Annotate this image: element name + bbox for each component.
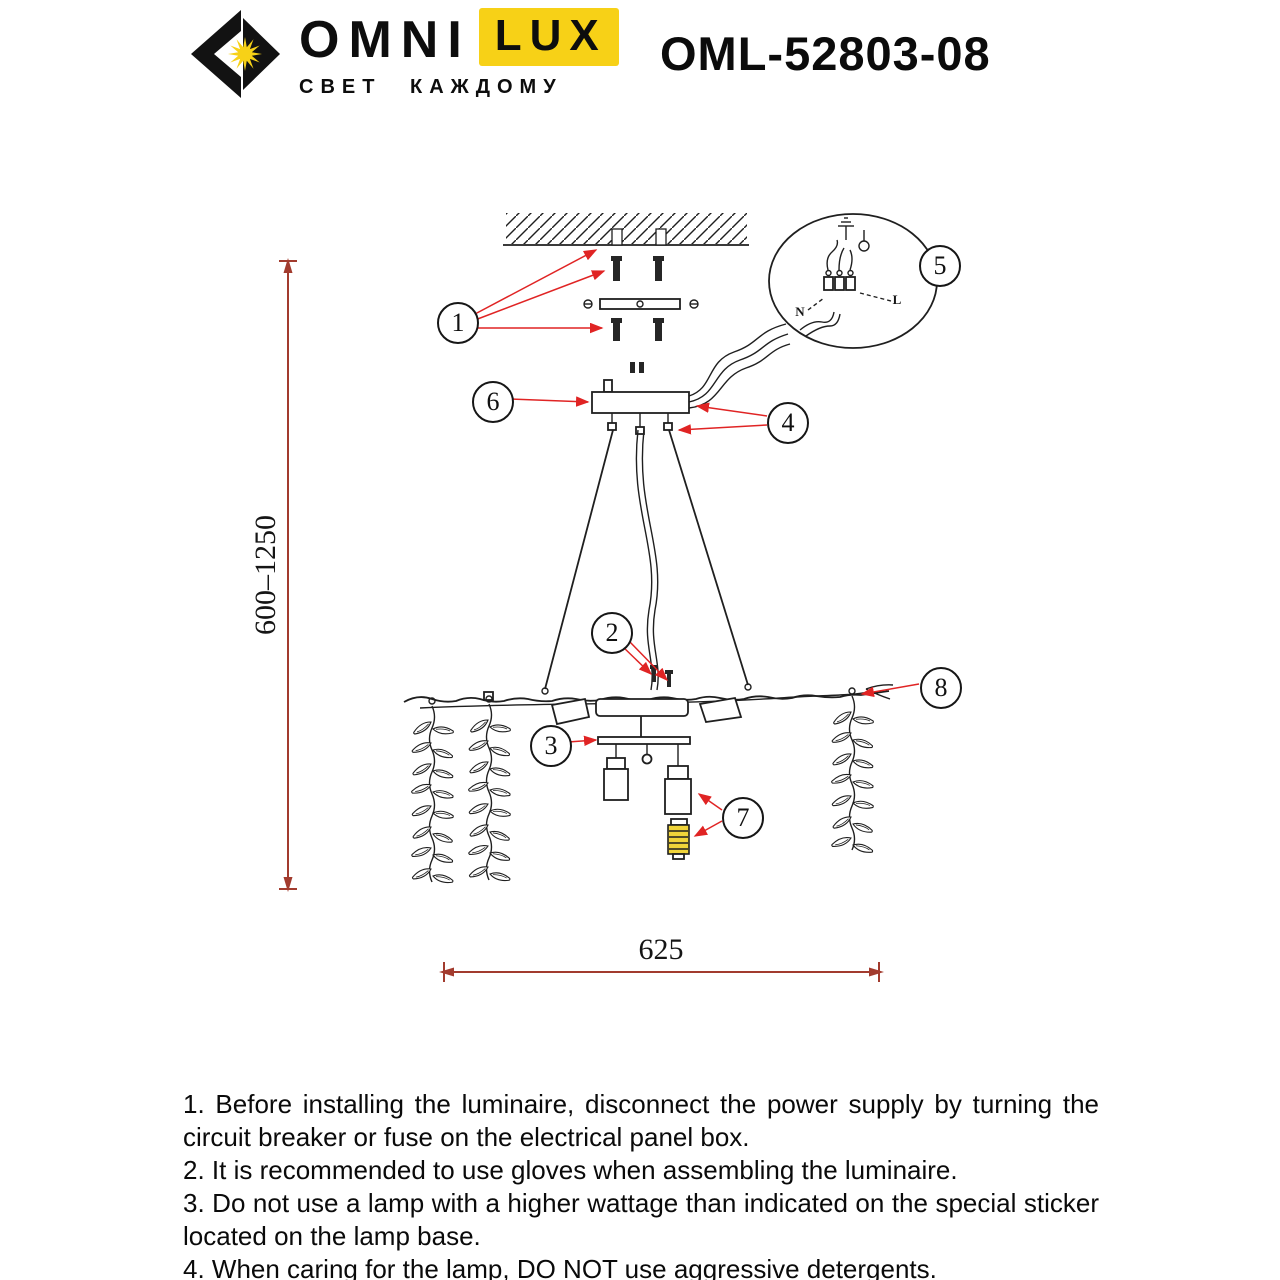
- omnilux-logo: OMNI LUX СВЕТ КАЖДОМУ: [299, 8, 619, 99]
- cross-bar: [597, 736, 691, 745]
- leaf-vines: [411, 687, 874, 884]
- terminal-block: [834, 276, 845, 291]
- instruction-item-2: 2. It is recommended to use gloves when …: [183, 1155, 958, 1185]
- height-dimension-label: 600–1250: [249, 515, 282, 635]
- callout-4: 4: [767, 402, 809, 444]
- callout-8: 8: [920, 667, 962, 709]
- brand-tagline: СВЕТ КАЖДОМУ: [299, 76, 563, 98]
- canopy: [591, 379, 690, 435]
- wiring-detail-contents: [799, 217, 892, 337]
- height-dimension: [279, 258, 297, 892]
- instruction-item-1: 1. Before installing the luminaire, disc…: [183, 1089, 1099, 1152]
- header: OMNI LUX СВЕТ КАЖДОМУ: [183, 8, 619, 100]
- model-number: OML-52803-08: [660, 27, 991, 80]
- leaf-vine: [831, 687, 874, 853]
- brand-lux: LUX: [478, 8, 619, 66]
- logo-emblem-icon: [191, 10, 280, 98]
- wire-label-l: L: [892, 292, 902, 307]
- callout-1: 1: [437, 302, 479, 344]
- terminal-block: [823, 276, 834, 291]
- bulb: [667, 818, 690, 860]
- decor-ball: [641, 753, 653, 765]
- callout-7: 7: [722, 797, 764, 839]
- logo-star-icon: [228, 37, 262, 71]
- instructions: 1. Before installing the luminaire, disc…: [183, 1088, 1099, 1280]
- suspension-cables: [541, 429, 752, 695]
- leaf-vine: [468, 695, 511, 882]
- instruction-item-3: 3. Do not use a lamp with a higher watta…: [183, 1188, 1099, 1251]
- wire-label-n: N: [795, 304, 805, 319]
- power-wires: [688, 323, 791, 409]
- callout-arrows: [474, 249, 920, 837]
- hub-screws: [650, 665, 673, 687]
- terminal-block: [845, 276, 856, 291]
- spotlight-right: [698, 696, 743, 723]
- lamp-left: [603, 744, 629, 801]
- ceiling-hatch: [503, 213, 749, 246]
- brand-omni: OMNI: [299, 11, 471, 69]
- callout-6: 6: [472, 381, 514, 423]
- width-dimension-label: 625: [638, 933, 684, 966]
- ceiling-slot: [655, 228, 667, 246]
- lamp-right: [664, 744, 692, 815]
- callout-3: 3: [530, 725, 572, 767]
- instruction-item-4: 4. When caring for the lamp, DO NOT use …: [183, 1254, 937, 1280]
- mounting-hardware: [583, 256, 699, 373]
- leaf-vine: [411, 697, 454, 884]
- spotlight-left: [550, 697, 591, 726]
- callout-5: 5: [919, 245, 961, 287]
- center-assembly: [550, 665, 743, 765]
- width-dimension: [439, 962, 884, 982]
- ceiling-slot: [611, 228, 623, 246]
- callout-2: 2: [591, 612, 633, 654]
- mounting-bracket: [599, 298, 681, 310]
